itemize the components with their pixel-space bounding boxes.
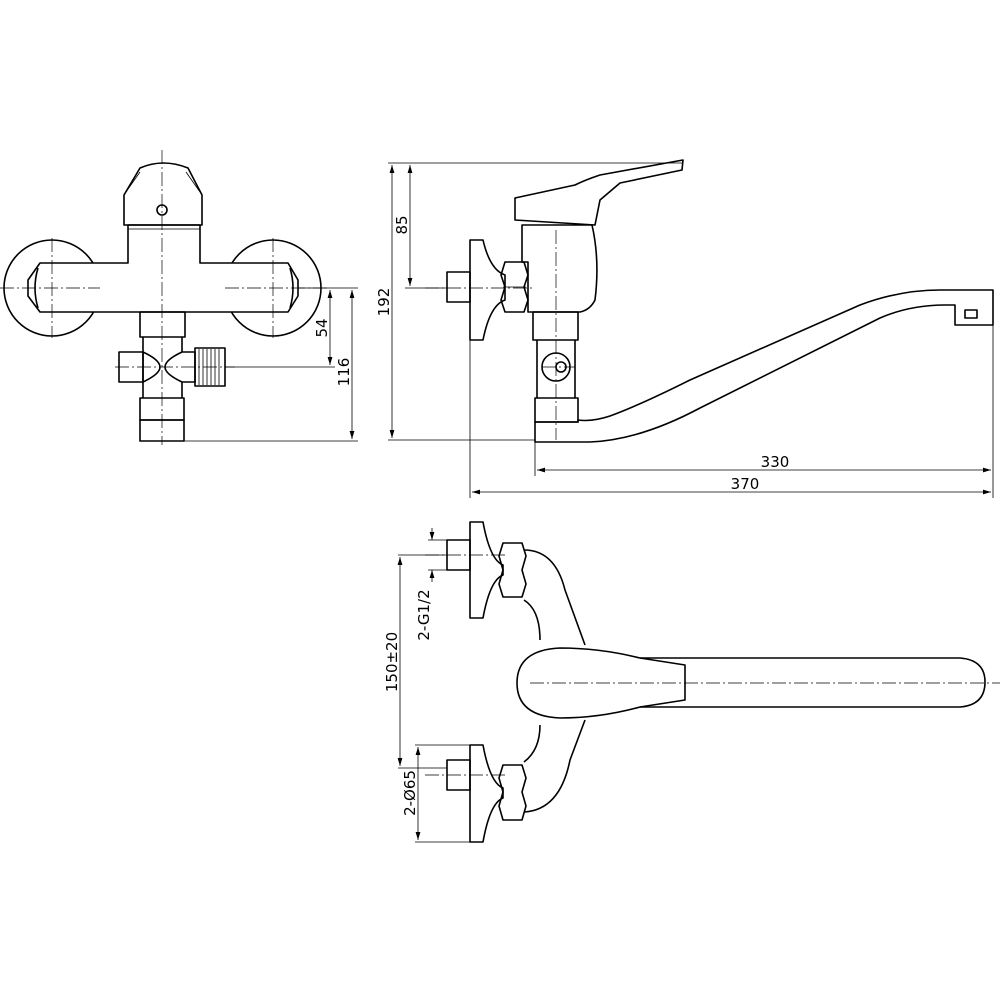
- dim-65: 2-Ø65: [401, 770, 419, 816]
- dim-192: 192: [375, 288, 393, 317]
- top-view: 150±20 2-G1/2 2-Ø65: [383, 521, 1000, 843]
- lower-hex-nut: [498, 764, 527, 821]
- inlet-stub: [446, 271, 471, 303]
- dim-150: 150±20: [383, 632, 401, 692]
- front-view: 54 116: [0, 150, 358, 445]
- side-view: 85 192 330 370: [375, 159, 994, 498]
- outlet-collar: [139, 311, 186, 338]
- outlet-collar: [532, 311, 579, 341]
- upper-hex-nut: [498, 542, 527, 598]
- upper-wall-plate: [469, 521, 504, 619]
- mixer-body: [521, 224, 598, 313]
- dim-54: 54: [313, 318, 331, 337]
- swivel-spout: [534, 289, 994, 443]
- spout-top: [640, 657, 986, 708]
- mixer-body: [27, 224, 299, 313]
- lever-handle: [123, 162, 203, 226]
- wall-plate: [469, 239, 506, 341]
- dim-g12: 2-G1/2: [415, 589, 433, 640]
- dim-116: 116: [335, 358, 353, 387]
- dim-370: 370: [731, 475, 760, 493]
- dim-330: 330: [761, 453, 790, 471]
- aerator: [964, 309, 978, 319]
- hex-nut: [500, 261, 529, 313]
- dim-85: 85: [393, 215, 411, 234]
- lever-handle: [514, 159, 684, 226]
- lever-handle-top: [516, 647, 686, 719]
- lower-wall-plate: [469, 744, 504, 843]
